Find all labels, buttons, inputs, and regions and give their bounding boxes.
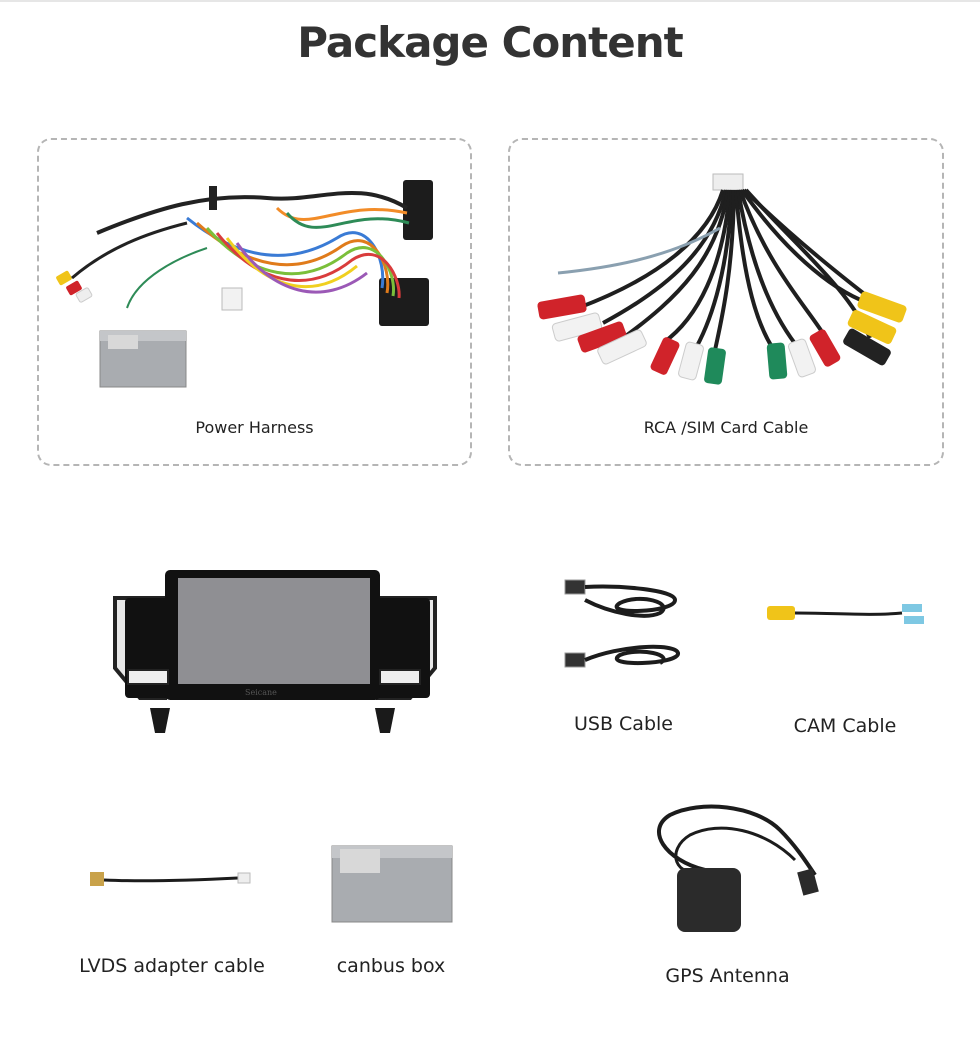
cam-cable-image [767,604,924,624]
gps-antenna-image [657,804,819,932]
power-harness-label: Power Harness [195,418,314,437]
lvds-adapter-cable-label: LVDS adapter cable [79,955,265,977]
power-harness-panel [37,138,472,466]
power-harness-image [56,180,433,388]
canbus-box-label: canbus box [336,955,446,977]
rca-sim-cable-image [537,173,907,385]
rca-sim-panel [508,138,944,466]
page-title: Package Content [297,18,683,67]
canbus-box-image [331,845,453,923]
top-divider [0,0,980,2]
usb-cable-image [564,579,680,668]
head-unit-brand-text: Seicane [245,688,277,697]
usb-cable-label: USB Cable [574,713,673,735]
gps-antenna-label: GPS Antenna [665,965,790,987]
head-unit-image: Seicane [113,570,437,733]
rca-sim-cable-label: RCA /SIM Card Cable [643,418,809,437]
cam-cable-label: CAM Cable [793,715,897,737]
lvds-cable-image [90,872,251,886]
